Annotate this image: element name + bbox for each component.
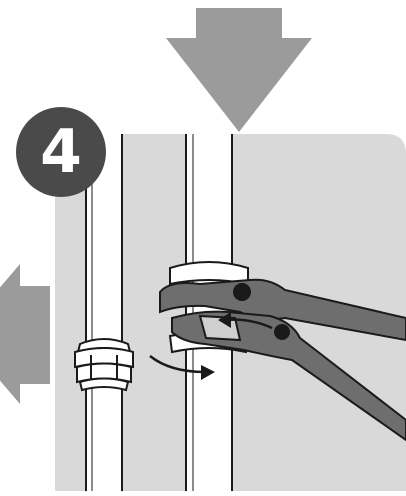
- compression-fitting: [74, 338, 134, 392]
- arrow-down-icon: [166, 8, 312, 132]
- arrow-left-icon: [0, 264, 50, 404]
- rotation-arrowhead-upper: [218, 312, 231, 328]
- upper-wrench: [159, 278, 406, 342]
- step-badge: [16, 107, 106, 197]
- rotation-arrowhead-lower: [201, 365, 215, 380]
- left-pipe: [85, 134, 123, 491]
